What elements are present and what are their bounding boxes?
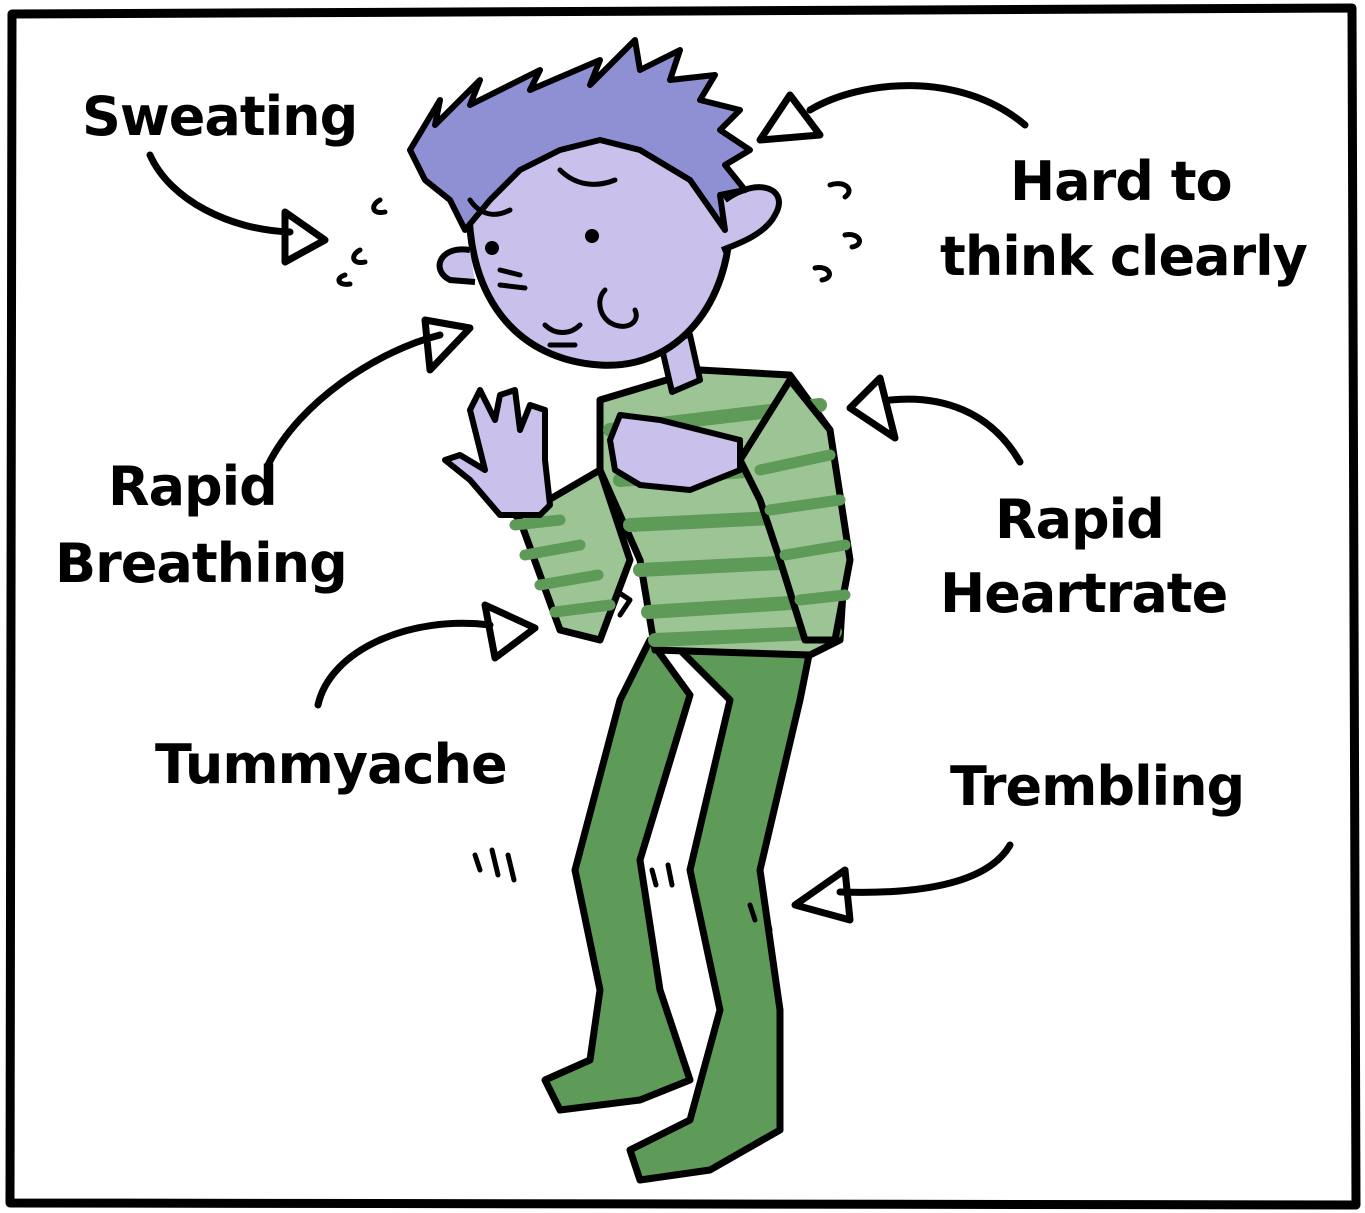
label-hard-to-think-line1: Hard to <box>1010 150 1232 213</box>
rapid-breathing-arrow <box>268 320 470 465</box>
label-rapid-breathing-line2: Breathing <box>55 532 347 595</box>
label-rapid-breathing-line1: Rapid <box>108 455 277 518</box>
trembling-arrow <box>795 845 1010 920</box>
label-rapid-heartrate-line1: Rapid <box>995 488 1164 551</box>
right-eye <box>585 229 599 243</box>
label-rapid-heartrate-line2: Heartrate <box>940 562 1227 625</box>
right-ear <box>722 187 779 250</box>
rapid-heartrate-arrow <box>850 378 1020 462</box>
hard-to-think-arrow <box>760 86 1025 140</box>
label-tummyache: Tummyache <box>155 733 507 796</box>
label-sweating: Sweating <box>82 85 357 148</box>
left-ear <box>440 249 475 282</box>
anxious-person-illustration <box>339 40 859 1180</box>
head <box>410 40 779 365</box>
label-hard-to-think-line2: think clearly <box>940 225 1308 288</box>
legs <box>545 640 810 1180</box>
tummyache-arrow <box>318 605 535 705</box>
label-trembling: Trembling <box>950 755 1244 818</box>
left-eye <box>485 241 499 255</box>
sweating-arrow <box>150 155 325 262</box>
raised-hand <box>445 390 550 515</box>
